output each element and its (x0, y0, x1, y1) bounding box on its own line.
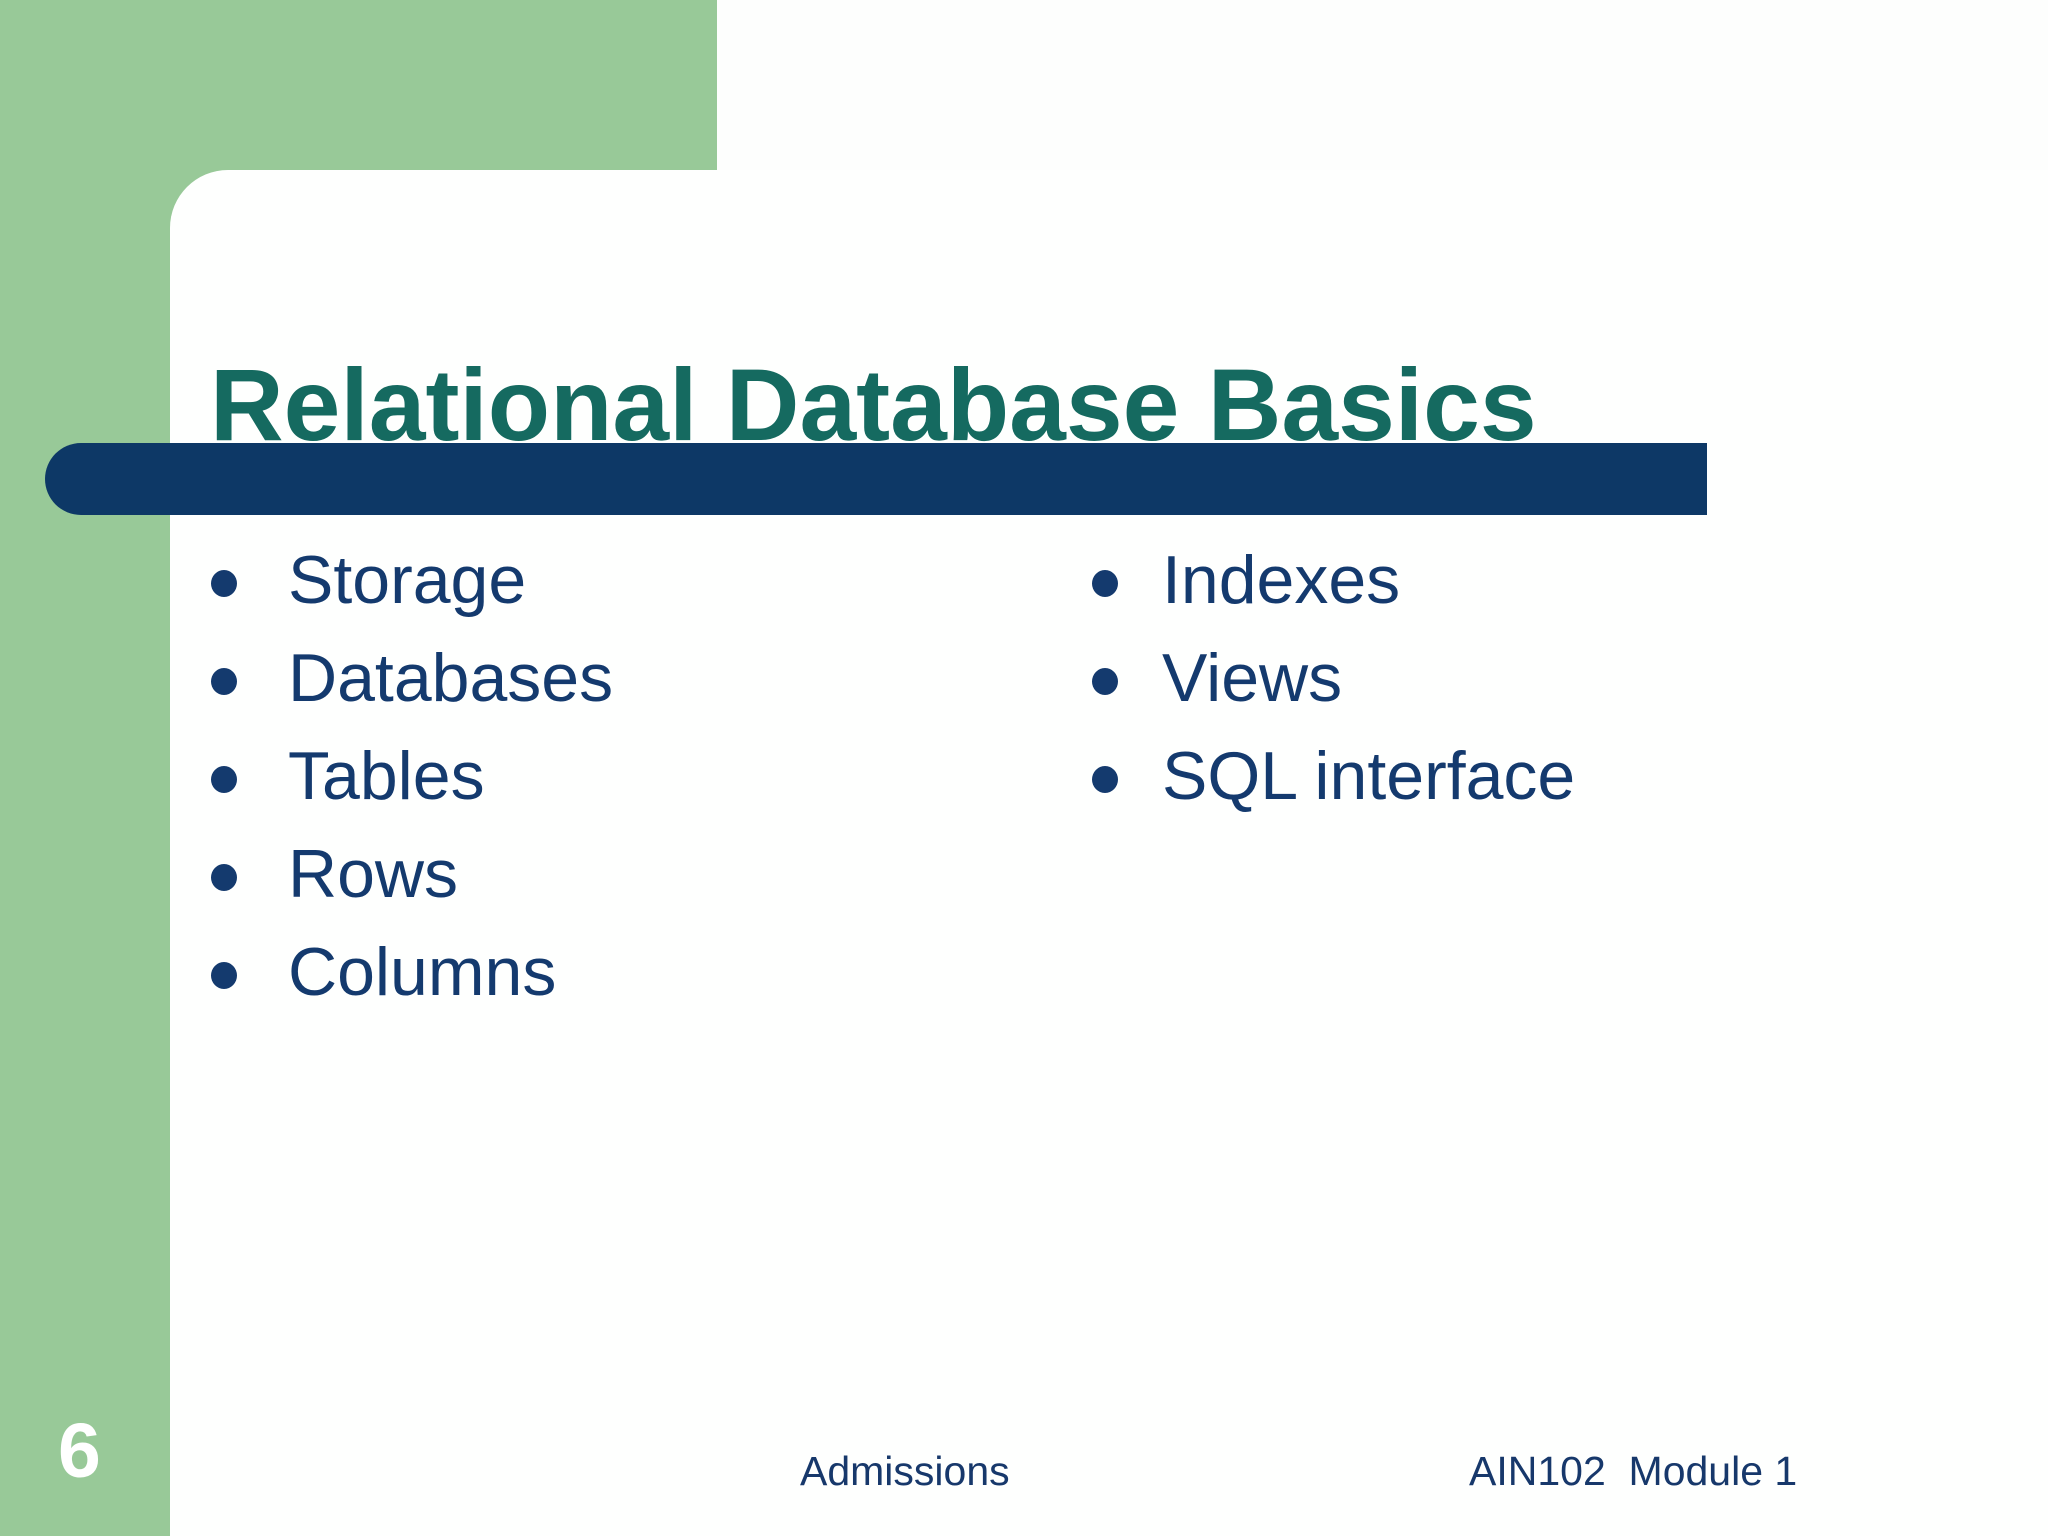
bullet-item: Columns (211, 923, 613, 1021)
bullet-item: Indexes (1092, 531, 1575, 629)
slide-card (170, 170, 2048, 1536)
bullet-text: Views (1162, 640, 1343, 716)
bullet-text: Databases (288, 640, 614, 716)
bullet-icon (1092, 766, 1118, 793)
bullet-icon (1092, 668, 1118, 695)
bullet-icon (211, 864, 237, 891)
bullet-text: Rows (288, 836, 459, 912)
slide-title: Relational Database Basics (210, 348, 1537, 463)
footer-center-label: Admissions (800, 1448, 1010, 1494)
footer-right-label: AIN102 Module 1 (1469, 1448, 1798, 1494)
bullet-list-left: Storage Databases Tables Rows Columns (211, 531, 613, 1021)
bullet-item: SQL interface (1092, 727, 1575, 825)
bullet-text: Indexes (1162, 542, 1401, 618)
bullet-icon (211, 766, 237, 793)
bullet-item: Storage (211, 531, 613, 629)
bullet-item: Tables (211, 727, 613, 825)
bullet-text: SQL interface (1162, 738, 1576, 814)
bullet-icon (211, 962, 237, 989)
bullet-item: Rows (211, 825, 613, 923)
bullet-text: Tables (288, 738, 485, 814)
page-number: 6 (58, 1408, 101, 1494)
bullet-text: Storage (288, 542, 527, 618)
accent-bar (45, 443, 1707, 515)
bullet-icon (1092, 570, 1118, 597)
bullet-text: Columns (288, 934, 557, 1010)
bullet-item: Views (1092, 629, 1575, 727)
bullet-list-right: Indexes Views SQL interface (1092, 531, 1575, 825)
bullet-item: Databases (211, 629, 613, 727)
bullet-icon (211, 668, 237, 695)
bullet-icon (211, 570, 237, 597)
